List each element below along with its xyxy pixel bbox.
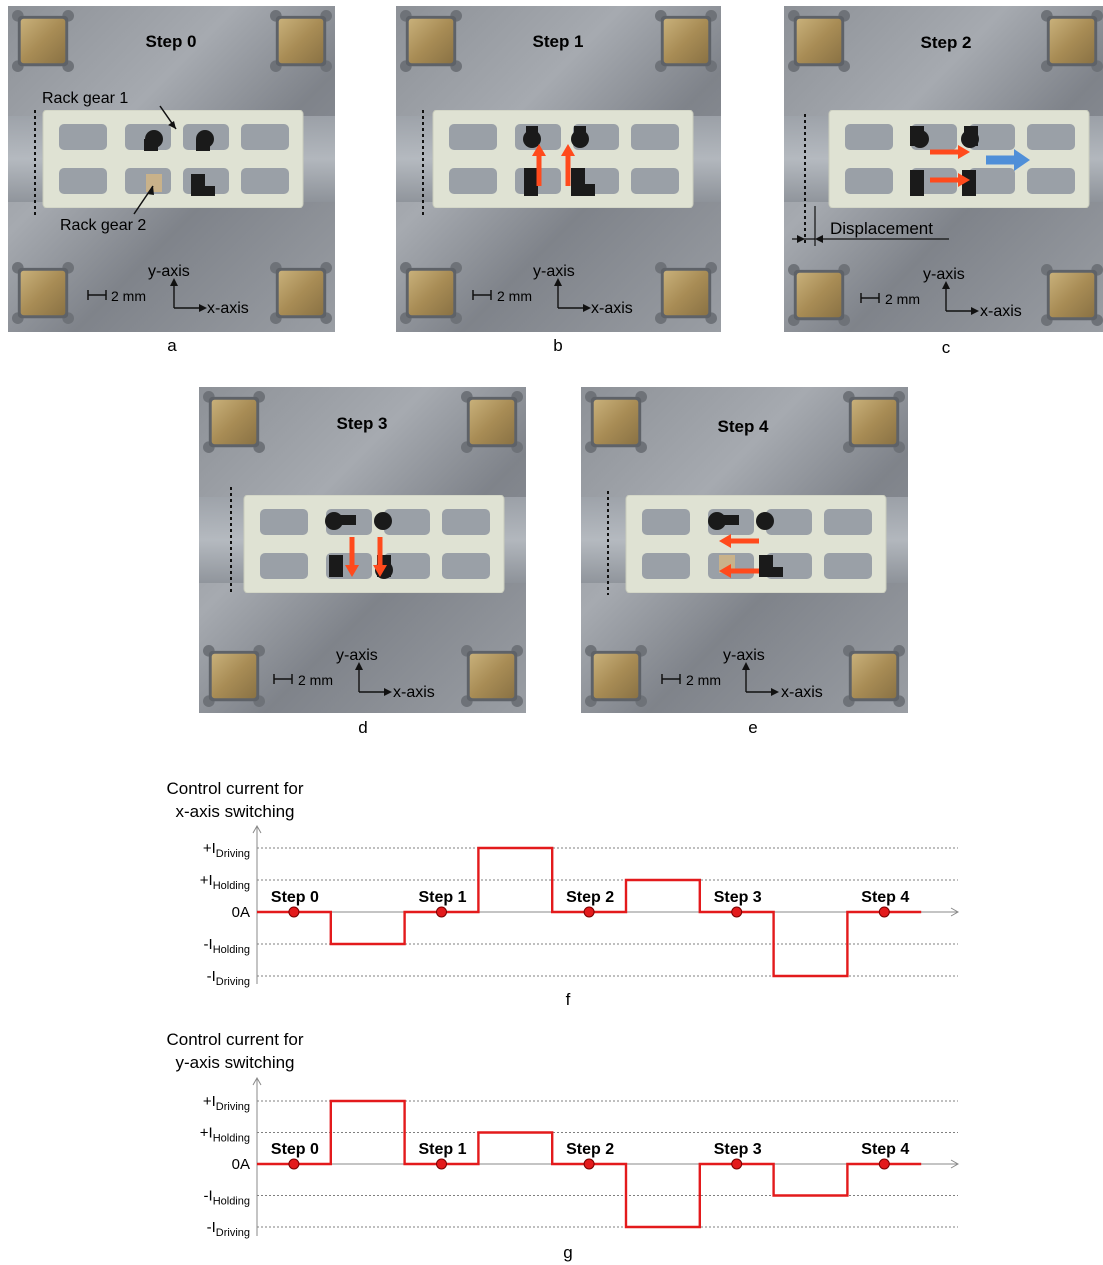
panel-a-image: Step 0 Rack gear 1 Rack gear 2 2 mm y-ax… xyxy=(8,6,335,332)
level-label: +IDriving xyxy=(203,840,250,860)
caption-g: g xyxy=(563,1243,573,1262)
time-axis-arrowhead xyxy=(950,907,960,917)
level-label: 0A xyxy=(232,904,250,921)
step-label: Step 0 xyxy=(145,32,196,51)
panel-b: Step 1 2 mm y-axis x-axis xyxy=(396,6,721,332)
level-label: 0A xyxy=(232,1156,250,1173)
step-marker xyxy=(288,906,300,918)
panel-e: Step 4 2 mm y-axis x-axis xyxy=(581,387,908,713)
panel-d: Step 3 2 mm y-axis x-axis xyxy=(199,387,526,713)
step-marker-label: Step 2 xyxy=(566,889,614,906)
caption-a: a xyxy=(167,336,177,355)
x-axis-label: x-axis xyxy=(207,300,249,317)
x-axis-label: x-axis xyxy=(781,684,823,701)
waveform-line xyxy=(257,846,922,978)
step-marker xyxy=(731,1158,743,1170)
panel-e-image: Step 4 2 mm y-axis x-axis xyxy=(581,387,908,713)
step-marker xyxy=(583,1158,595,1170)
annotation-displacement: Displacement xyxy=(830,219,933,238)
step-marker-label: Step 1 xyxy=(418,889,466,906)
scale-label: 2 mm xyxy=(885,291,920,307)
panel-a: Step 0 Rack gear 1 Rack gear 2 2 mm y-ax… xyxy=(8,6,335,332)
level-label: -IDriving xyxy=(207,1219,250,1239)
caption-b: b xyxy=(553,336,563,355)
step-marker-label: Step 3 xyxy=(714,889,762,906)
step-marker xyxy=(878,906,890,918)
step-label: Step 4 xyxy=(717,417,769,436)
caption-d: d xyxy=(358,718,368,737)
step-marker-label: Step 0 xyxy=(271,1141,319,1158)
step-marker-label: Step 2 xyxy=(566,1141,614,1158)
y-axis-label: y-axis xyxy=(336,647,378,664)
y-axis-label: y-axis xyxy=(923,266,965,283)
chart-g-title-line-1: Control current for xyxy=(166,1030,304,1049)
panel-c: Displacement Step 2 2 mm y-axis x-axis xyxy=(784,6,1103,332)
step-label: Step 1 xyxy=(532,32,583,51)
scale-label: 2 mm xyxy=(686,672,721,688)
x-axis-label: x-axis xyxy=(393,684,435,701)
caption-f: f xyxy=(565,990,571,1009)
x-axis-label: x-axis xyxy=(591,300,633,317)
scale-label: 2 mm xyxy=(497,288,532,304)
level-label: +IHolding xyxy=(200,872,250,892)
step-marker-label: Step 4 xyxy=(861,889,909,906)
step-label: Step 2 xyxy=(920,33,971,52)
chart-g-title: Control current for y-axis switching xyxy=(115,1028,355,1074)
panel-c-image: Displacement Step 2 2 mm y-axis x-axis xyxy=(784,6,1103,332)
step-marker xyxy=(878,1158,890,1170)
chart-f-title: Control current for x-axis switching xyxy=(115,777,355,823)
step-label: Step 3 xyxy=(336,414,387,433)
time-axis-arrowhead xyxy=(950,1159,960,1169)
step-marker xyxy=(436,1158,447,1170)
annotation-rack-gear-2: Rack gear 2 xyxy=(60,217,146,234)
y-axis-label: y-axis xyxy=(723,647,765,664)
level-label: +IHolding xyxy=(200,1125,250,1145)
waveform-line xyxy=(257,1099,922,1229)
y-axis-label: y-axis xyxy=(148,263,190,280)
chart-f-title-line-2: x-axis switching xyxy=(175,802,295,821)
caption-c: c xyxy=(941,338,951,357)
scale-label: 2 mm xyxy=(111,288,146,304)
step-marker xyxy=(436,906,447,918)
level-label: -IDriving xyxy=(207,968,250,988)
scale-label: 2 mm xyxy=(298,672,333,688)
chart-g-title-line-2: y-axis switching xyxy=(175,1053,295,1072)
step-marker-label: Step 1 xyxy=(418,1141,466,1158)
panel-b-image: Step 1 2 mm y-axis x-axis xyxy=(396,6,721,332)
y-axis-arrowhead xyxy=(252,824,262,834)
level-label: +IDriving xyxy=(203,1093,250,1113)
panel-d-image: Step 3 2 mm y-axis x-axis xyxy=(199,387,526,713)
caption-e: e xyxy=(748,718,758,737)
step-marker xyxy=(288,1158,300,1170)
x-axis-label: x-axis xyxy=(980,303,1022,320)
level-label: -IHolding xyxy=(204,936,250,956)
step-marker-label: Step 0 xyxy=(271,889,319,906)
y-axis-arrowhead xyxy=(252,1076,262,1086)
annotation-rack-gear-1: Rack gear 1 xyxy=(42,90,128,107)
chart-f-title-line-1: Control current for xyxy=(166,779,304,798)
step-marker xyxy=(731,906,743,918)
step-marker-label: Step 4 xyxy=(861,1141,909,1158)
step-marker-label: Step 3 xyxy=(714,1141,762,1158)
y-axis-label: y-axis xyxy=(533,263,575,280)
level-label: -IHolding xyxy=(204,1188,250,1208)
step-marker xyxy=(583,906,595,918)
